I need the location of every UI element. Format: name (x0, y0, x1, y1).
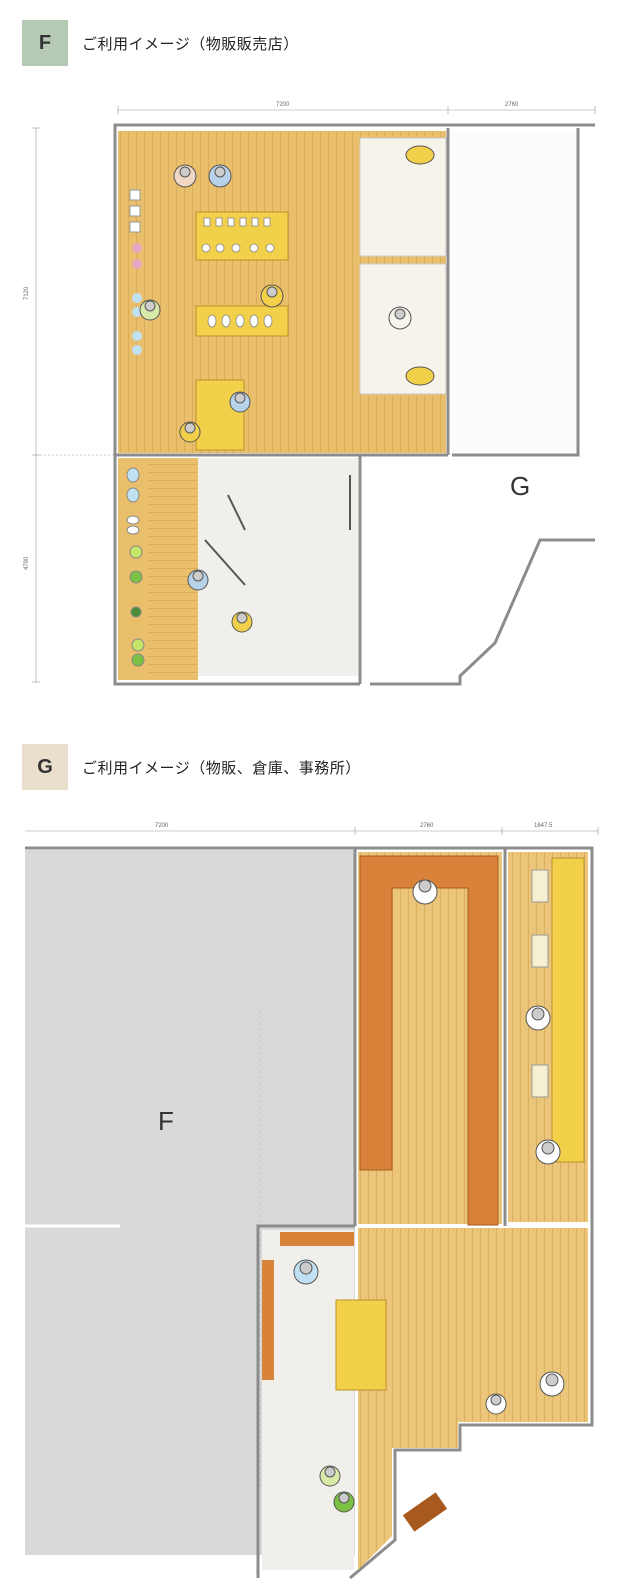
register-counter (195, 379, 245, 451)
section-g-badge: G (22, 744, 68, 790)
shop-shelf-left (262, 1260, 274, 1380)
lower-white-room (198, 458, 358, 676)
dim-g-top-2: 2760 (420, 823, 434, 829)
office-desk (551, 857, 585, 1163)
lower-wood-aisle (148, 458, 198, 680)
products-lower (207, 314, 273, 328)
wall-shelf-items (129, 189, 142, 355)
people-g (293, 879, 565, 1513)
people-f-lower (187, 569, 253, 633)
bikes (204, 475, 351, 586)
lower-wood-floor (358, 1228, 588, 1570)
walls-f (113, 123, 595, 686)
shop-white-room (262, 1230, 354, 1570)
products-upper (201, 217, 275, 253)
dim-f-top-1: 7200 (276, 102, 290, 108)
dim-f-top-2: 2760 (505, 102, 519, 108)
floor-plan-f: 7200 2760 7120 4790 (24, 102, 596, 686)
dim-g-top-3: 1647.5 (534, 823, 553, 829)
dim-g-top-1: 7200 (155, 823, 169, 829)
orange-shelf (359, 855, 499, 1226)
shop-display (335, 1299, 387, 1391)
floor-plan-g: 7200 2760 1647.5 F (25, 823, 599, 1580)
dimension-lines-g (25, 827, 599, 835)
section-f-title: ご利用イメージ（物販販売店） (82, 34, 299, 53)
room-label-f: F (158, 1106, 174, 1136)
lower-shelf-items (126, 467, 145, 667)
walls-g (25, 846, 594, 1580)
section-g-title: ご利用イメージ（物販、倉庫、事務所） (82, 758, 361, 777)
room-g-area (452, 131, 576, 453)
display-table-upper (195, 211, 289, 261)
section-g-header: G ご利用イメージ（物販、倉庫、事務所） (22, 744, 361, 790)
room-label-g: G (510, 471, 530, 501)
shop-shelf-top (280, 1232, 354, 1246)
dim-f-left-1: 7120 (24, 286, 30, 300)
people-f (139, 145, 435, 443)
dimension-lines-f (32, 106, 596, 683)
office-chairs (531, 869, 549, 1098)
dim-f-left-2: 4790 (24, 556, 30, 570)
section-f-badge: F (22, 20, 68, 66)
section-f-header: F ご利用イメージ（物販販売店） (22, 20, 299, 66)
entrance-shelf (402, 1492, 448, 1532)
